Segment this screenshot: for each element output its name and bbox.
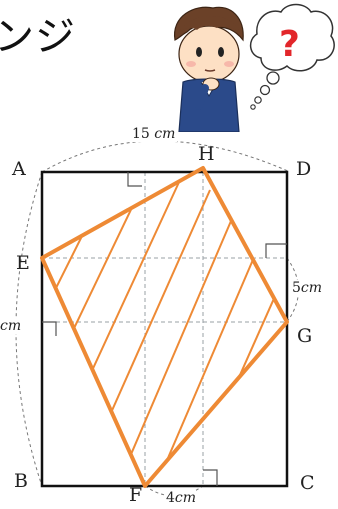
- dimension-top: 15 cm: [130, 126, 178, 142]
- dimension-right-unit: cm: [300, 280, 323, 296]
- point-label-d: D: [296, 158, 312, 180]
- rectangle-abcd: [40, 170, 289, 488]
- thought-bubble: [249, 3, 335, 110]
- dimension-top-unit: cm: [154, 126, 176, 142]
- point-label-g: G: [297, 325, 313, 347]
- point-label-f: F: [129, 484, 143, 506]
- dimension-top-value: 15: [132, 126, 150, 142]
- dimension-left-unit: cm: [0, 318, 22, 334]
- dimension-bottom: 4cm: [166, 490, 197, 506]
- point-label-e: E: [16, 252, 30, 274]
- point-label-a: A: [12, 158, 26, 180]
- dimension-arc-left: [15, 171, 43, 487]
- point-label-h: H: [198, 143, 215, 165]
- boy-body: [178, 78, 240, 132]
- dimension-right-value: 5: [292, 280, 301, 296]
- point-label-b: B: [14, 470, 28, 492]
- dimension-right: 5cm: [292, 280, 323, 296]
- dimension-bottom-value: 4: [166, 490, 175, 506]
- dimension-bottom-unit: cm: [174, 490, 197, 506]
- point-label-c: C: [300, 472, 315, 494]
- dimension-left: cm: [0, 318, 22, 334]
- question-mark: ?: [279, 24, 300, 65]
- dimension-arc-top: [41, 140, 291, 173]
- boy-thinking-illustration: [174, 3, 335, 132]
- right-angle-markers: [42, 172, 287, 486]
- quadrilateral-ehgf: [40, 166, 289, 488]
- title-text: ンジ: [0, 14, 76, 60]
- dimension-arc-right: [286, 257, 299, 323]
